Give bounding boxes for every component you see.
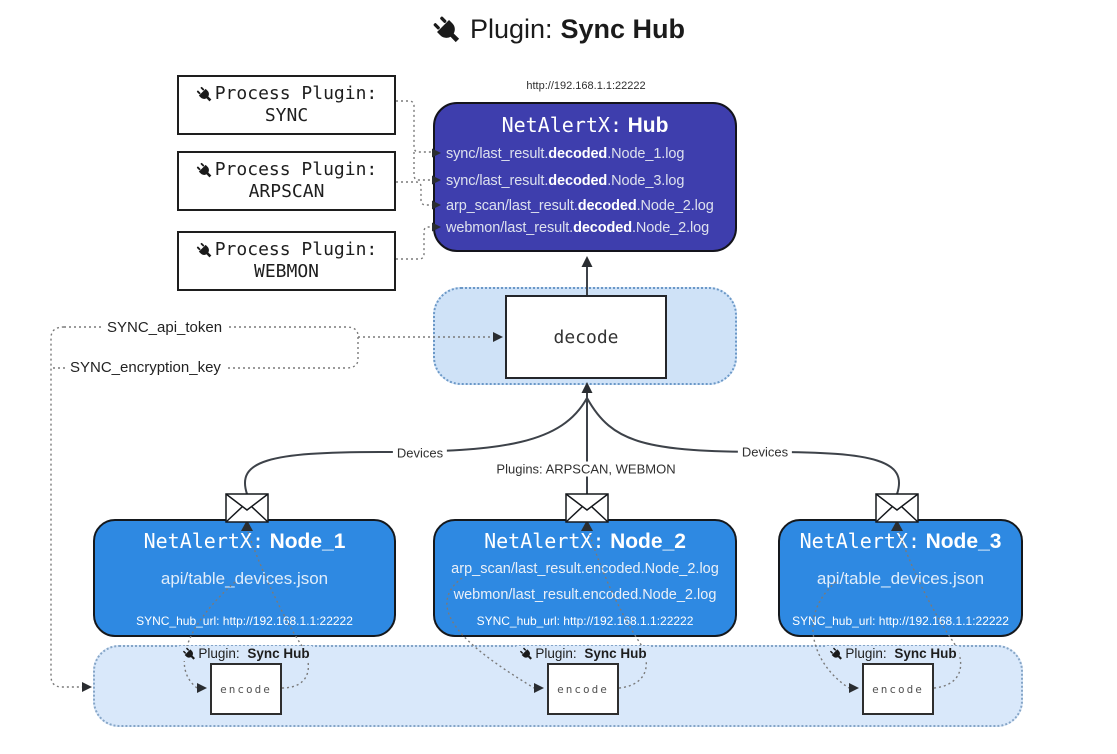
node-box-node2: NetAlertX: Node_2 arp_scan/last_result.e… [433,519,737,637]
process-plugin-box-webmon: Process Plugin: WEBMON [177,231,396,291]
encode-plugin-label: Plugin: Sync Hub [179,646,313,661]
process-plugin-name: ARPSCAN [248,180,325,202]
process-plugin-label: Process Plugin: [214,238,378,260]
sync-encryption-key-label: SYNC_encryption_key [66,359,225,376]
node-hub-url: SYNC_hub_url: http://192.168.1.1:22222 [792,614,1009,628]
plug-icon [196,86,213,103]
process-plugin-name: WEBMON [253,260,320,282]
node-file: api/table_devices.json [816,569,985,588]
hub-log-line-3: arp_scan/last_result.decoded.Node_2.log [446,198,714,214]
node-title: NetAlertX: Node_1 [143,529,346,553]
hub-url-label: http://192.168.1.1:22222 [526,80,646,92]
node-file: arp_scan/last_result.encoded.Node_2.log [451,561,719,577]
node-file: webmon/last_result.encoded.Node_2.log [453,587,717,603]
sync-api-token-label: SYNC_api_token [103,319,227,336]
node-title: NetAlertX: Node_2 [484,529,686,553]
hub-log-line-4: webmon/last_result.decoded.Node_2.log [446,220,710,236]
hub-log-line-1: sync/last_result.decoded.Node_1.log [446,146,685,162]
encode-plugin-label: Plugin: Sync Hub [516,646,650,661]
plug-icon [196,242,213,259]
devices-label-right: Devices [737,444,793,460]
encode-box: encode [862,663,934,715]
plug-icon [182,647,196,661]
process-plugin-name: SYNC [264,104,309,126]
page-title: Plugin: Sync Hub [0,14,1117,45]
hub-title-prefix: NetAlertX: [501,113,623,137]
page-title-name: Sync Hub [560,14,686,44]
encode-box: encode [547,663,619,715]
page-title-label: Plugin: [469,14,553,44]
hub-log-line-2: sync/last_result.decoded.Node_3.log [446,173,685,189]
plug-icon [519,647,533,661]
hub-title: NetAlertX: Hub [435,113,735,138]
hub-title-name: Hub [627,114,669,137]
plug-icon [432,15,462,45]
node-hub-url: SYNC_hub_url: http://192.168.1.1:22222 [136,614,353,628]
node-box-node1: NetAlertX: Node_1 api/table_devices.json… [93,519,396,637]
hub-box: NetAlertX: Hub sync/last_result.decoded.… [433,102,737,252]
encode-box: encode [210,663,282,715]
plugins-label: Plugins: ARPSCAN, WEBMON [492,461,680,477]
decode-box: decode [505,295,667,379]
node-hub-url: SYNC_hub_url: http://192.168.1.1:22222 [476,614,694,628]
encode-plugin-label: Plugin: Sync Hub [826,646,960,661]
node-title: NetAlertX: Node_3 [799,529,1002,553]
process-plugin-box-sync: Process Plugin: SYNC [177,75,396,135]
node-file: api/table_devices.json [160,569,329,588]
node-box-node3: NetAlertX: Node_3 api/table_devices.json… [778,519,1023,637]
process-plugin-label: Process Plugin: [214,82,378,104]
process-plugin-box-arpscan: Process Plugin: ARPSCAN [177,151,396,211]
plug-icon [829,647,843,661]
envelope-icon [225,493,919,523]
process-plugin-label: Process Plugin: [214,158,378,180]
devices-label-left: Devices [392,445,448,461]
plug-icon [196,162,213,179]
